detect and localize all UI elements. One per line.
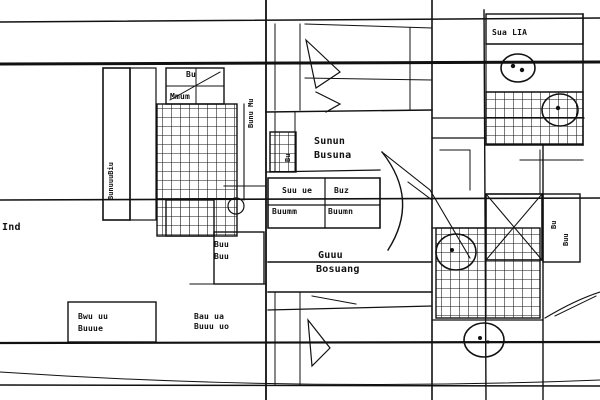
dot-marks — [450, 63, 561, 344]
label-center-mid-2: Buumm — [272, 207, 298, 216]
door-swing-3 — [307, 318, 331, 368]
vlabel-center-2: Bu — [284, 153, 292, 162]
vlabel-center-1: Bunu Mu — [247, 98, 255, 128]
left-column-inner — [129, 67, 157, 221]
label-left-room-1: Bwu uu — [78, 312, 109, 321]
tile-grids — [156, 91, 584, 319]
outer-wall-top — [0, 17, 600, 23]
fixture-circle-bottom — [463, 322, 505, 358]
label-center-lower-2: Bosuang — [316, 264, 360, 275]
room-right-side — [542, 193, 581, 263]
vlabel-right-1: Bu — [550, 220, 558, 229]
label-mid-left-2: Buu — [214, 252, 230, 261]
label-center-mid-3: Buz — [334, 186, 350, 195]
door-swing-2 — [315, 91, 342, 113]
door-arc-center — [381, 151, 404, 251]
label-center-mid-1: Suu ue — [282, 186, 313, 195]
fixture-circle-top-right — [500, 53, 536, 83]
label-stair-top: Bu — [186, 70, 197, 79]
tile-grid-right-lower — [435, 227, 541, 319]
door-swing-1 — [305, 38, 341, 89]
label-left-room-2: Buuue — [78, 324, 104, 333]
outer-wall-mid — [0, 197, 600, 201]
label-mid-left-1: Buu — [214, 240, 230, 249]
vlabel-right-2: Buu — [562, 233, 570, 246]
label-center-mid-4: Buumn — [328, 207, 354, 216]
wall-v-484 — [483, 9, 487, 400]
label-left-edge: Ind — [2, 222, 21, 233]
label-top-right-room: Sua LIA — [492, 28, 528, 37]
tile-grid-left-lower — [165, 199, 215, 237]
label-stair-mid: Mmum — [170, 92, 191, 101]
label-center-upper-1: Sunun — [314, 136, 346, 147]
label-center-lower-1: Guuu — [318, 250, 343, 261]
label-small-1: Bau ua — [194, 312, 225, 321]
vlabel-left-column: BunuuuBiu — [107, 162, 115, 200]
tile-grid-center — [269, 131, 297, 173]
room-left-note — [67, 301, 157, 343]
label-small-2: Buuu uo — [194, 322, 230, 331]
tile-grid-right-upper — [485, 91, 584, 145]
label-center-upper-2: Busuna — [314, 150, 352, 161]
